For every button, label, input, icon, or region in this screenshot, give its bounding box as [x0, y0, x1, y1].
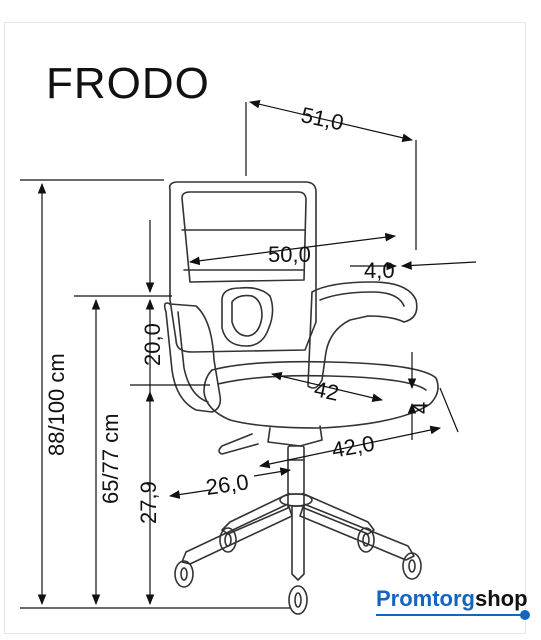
brand-part2: shop	[475, 586, 528, 611]
product-title: FRODO	[46, 59, 210, 108]
brand-part1: Promtorg	[376, 586, 475, 611]
dim-seat-width: 42,0	[330, 431, 377, 463]
brand-dot	[520, 610, 530, 620]
brand-underline	[376, 614, 526, 616]
gas-lift	[287, 445, 305, 495]
dim-back-width: 50,0	[268, 242, 311, 267]
seat	[203, 360, 439, 429]
dim-seat-thickness: 4	[408, 402, 433, 414]
adjust-lever	[218, 433, 259, 455]
star-base	[181, 493, 415, 581]
dim-top-width: 51,0	[299, 102, 346, 135]
armrest-left	[163, 302, 222, 413]
dim-back-depth: 4,0	[364, 258, 395, 283]
dim-total-height: 88/100 cm	[44, 353, 69, 456]
dim-seat-depth: 42	[312, 376, 341, 406]
lumbar-support	[221, 286, 274, 347]
brand-logo: Promtorgshop	[376, 588, 528, 610]
dimension-lines	[20, 100, 477, 609]
dim-seat-height: 65/77 cm	[98, 414, 123, 505]
image-frame	[4, 22, 526, 634]
backrest-outer	[168, 181, 317, 353]
dim-base-radius: 26,0	[204, 469, 250, 500]
dim-back-height: 20,0	[140, 323, 165, 366]
backrest-inner	[181, 191, 307, 283]
casters	[174, 527, 422, 615]
seat-mechanism	[267, 425, 323, 447]
dim-seat-min-height: 27,9	[136, 481, 161, 524]
chair-outline	[163, 181, 439, 615]
